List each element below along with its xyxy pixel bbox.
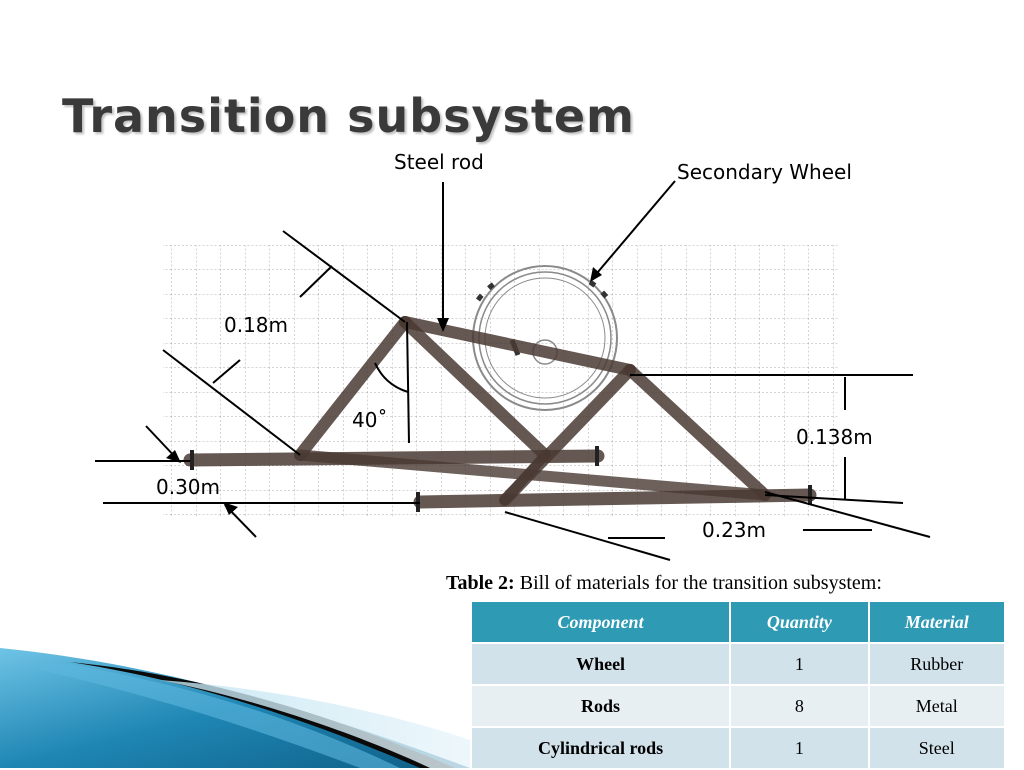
cell-component: Rods <box>469 684 732 728</box>
table-caption: Table 2: Bill of materials for the trans… <box>446 572 882 595</box>
table-caption-label: Table 2: <box>446 572 515 594</box>
cell-component: Wheel <box>469 642 732 686</box>
bill-of-materials-table: Component Quantity Material Wheel 1 Rubb… <box>469 600 1007 770</box>
cell-component: Cylindrical rods <box>469 726 732 770</box>
cell-quantity: 8 <box>729 684 870 728</box>
table-row: Rods 8 Metal <box>469 684 1007 728</box>
column-header-component: Component <box>469 600 732 644</box>
table-caption-text: Bill of materials for the transition sub… <box>514 572 882 594</box>
cell-material: Metal <box>867 684 1007 728</box>
label-steel-rod: Steel rod <box>394 150 484 174</box>
label-dim-0-138m: 0.138m <box>796 425 873 449</box>
label-secondary-wheel: Secondary Wheel <box>677 160 852 184</box>
label-dim-0-23m: 0.23m <box>702 518 767 542</box>
column-header-quantity: Quantity <box>729 600 870 644</box>
label-dim-0-18m: 0.18m <box>224 313 289 337</box>
cell-quantity: 1 <box>729 726 870 770</box>
arrow-heads <box>166 267 602 515</box>
page-title: Transition subsystem <box>62 88 635 143</box>
cell-material: Steel <box>867 726 1007 770</box>
annotation-lines <box>95 180 931 561</box>
table-row: Cylindrical rods 1 Steel <box>469 726 1007 770</box>
table-header-row: Component Quantity Material <box>469 600 1007 644</box>
cell-quantity: 1 <box>729 642 870 686</box>
label-dim-0-30m: 0.30m <box>156 475 221 499</box>
table-row: Wheel 1 Rubber <box>469 642 1007 686</box>
label-angle-40: 40˚ <box>352 408 388 432</box>
cell-material: Rubber <box>867 642 1007 686</box>
column-header-material: Material <box>867 600 1007 644</box>
